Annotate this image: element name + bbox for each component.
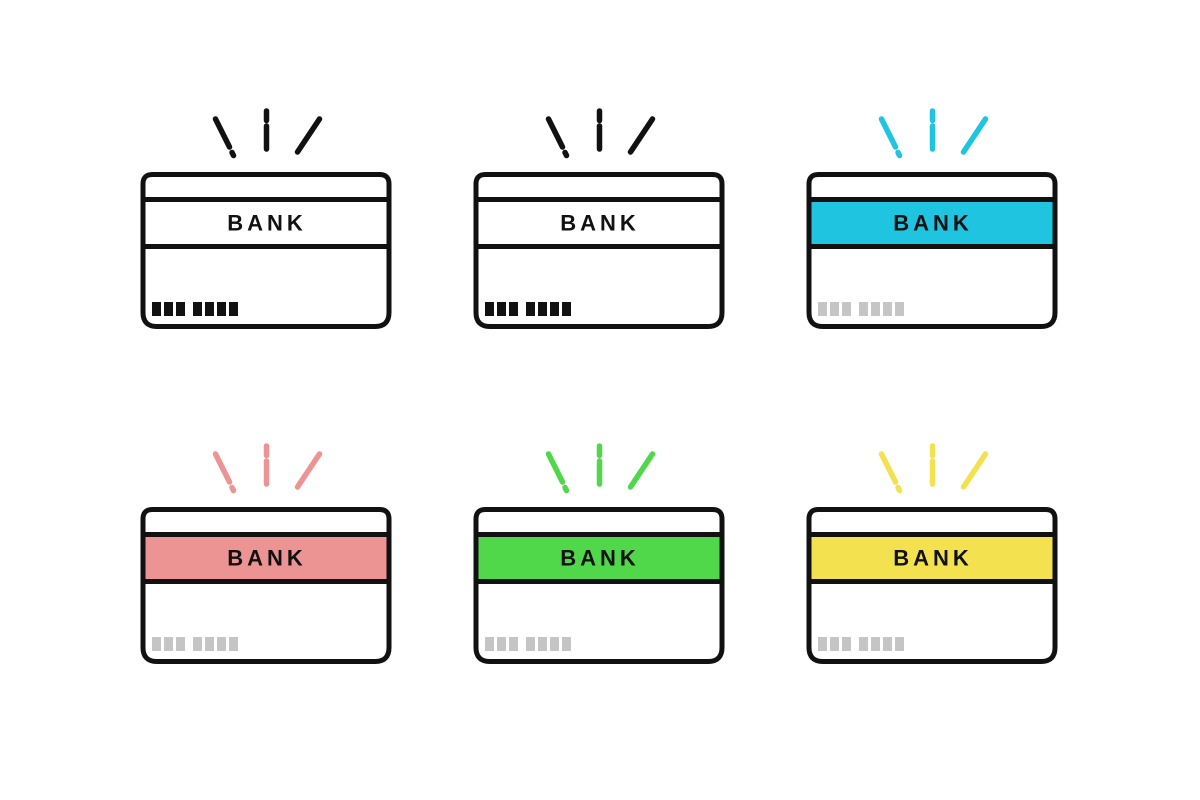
bank-card-black-1: BANK — [116, 95, 416, 345]
bank-label: BANK — [227, 546, 307, 571]
ray-left-dot-icon — [895, 149, 903, 159]
card-number-dashes — [485, 637, 571, 651]
card-stripe — [811, 534, 1053, 582]
card-stripe — [811, 199, 1053, 247]
bank-card-green: BANK — [449, 430, 749, 680]
ray-right-icon — [294, 116, 323, 155]
card-number-dashes — [152, 302, 238, 316]
credit-card-icon: BANK — [473, 507, 725, 664]
card-number-dashes — [818, 302, 904, 316]
notification-rays-icon — [545, 443, 656, 494]
bank-label: BANK — [227, 211, 307, 236]
bank-label: BANK — [893, 546, 973, 571]
ray-left-dot-icon — [229, 484, 237, 494]
ray-left-dot-icon — [562, 484, 570, 494]
credit-card-icon: BANK — [140, 172, 392, 329]
notification-rays-icon — [878, 443, 989, 494]
card-stripe — [478, 534, 720, 582]
credit-card-icon: BANK — [806, 172, 1058, 329]
credit-card-icon: BANK — [473, 172, 725, 329]
card-stripe — [145, 534, 387, 582]
ray-right-icon — [294, 451, 323, 490]
ray-left-icon — [545, 451, 566, 485]
bank-card-yellow: BANK — [782, 430, 1082, 680]
card-stripe — [478, 199, 720, 247]
ray-left-icon — [212, 451, 233, 485]
ray-left-icon — [878, 116, 899, 150]
credit-card-icon: BANK — [806, 507, 1058, 664]
bank-label: BANK — [893, 211, 973, 236]
card-stripe — [145, 199, 387, 247]
notification-rays-icon — [878, 108, 989, 159]
ray-right-icon — [627, 451, 656, 490]
bank-label: BANK — [560, 211, 640, 236]
notification-rays-icon — [212, 443, 323, 494]
bank-card-cyan: BANK — [782, 95, 1082, 345]
ray-left-icon — [545, 116, 566, 150]
ray-left-icon — [212, 116, 233, 150]
ray-left-icon — [878, 451, 899, 485]
notification-rays-icon — [545, 108, 656, 159]
credit-card-icon: BANK — [140, 507, 392, 664]
ray-right-icon — [960, 116, 989, 155]
ray-right-icon — [627, 116, 656, 155]
ray-left-dot-icon — [895, 484, 903, 494]
bank-card-black-2: BANK — [449, 95, 749, 345]
card-number-dashes — [152, 637, 238, 651]
bank-card-pink: BANK — [116, 430, 416, 680]
card-number-dashes — [485, 302, 571, 316]
ray-left-dot-icon — [562, 149, 570, 159]
bank-label: BANK — [560, 546, 640, 571]
card-number-dashes — [818, 637, 904, 651]
ray-right-icon — [960, 451, 989, 490]
ray-left-dot-icon — [229, 149, 237, 159]
notification-rays-icon — [212, 108, 323, 159]
